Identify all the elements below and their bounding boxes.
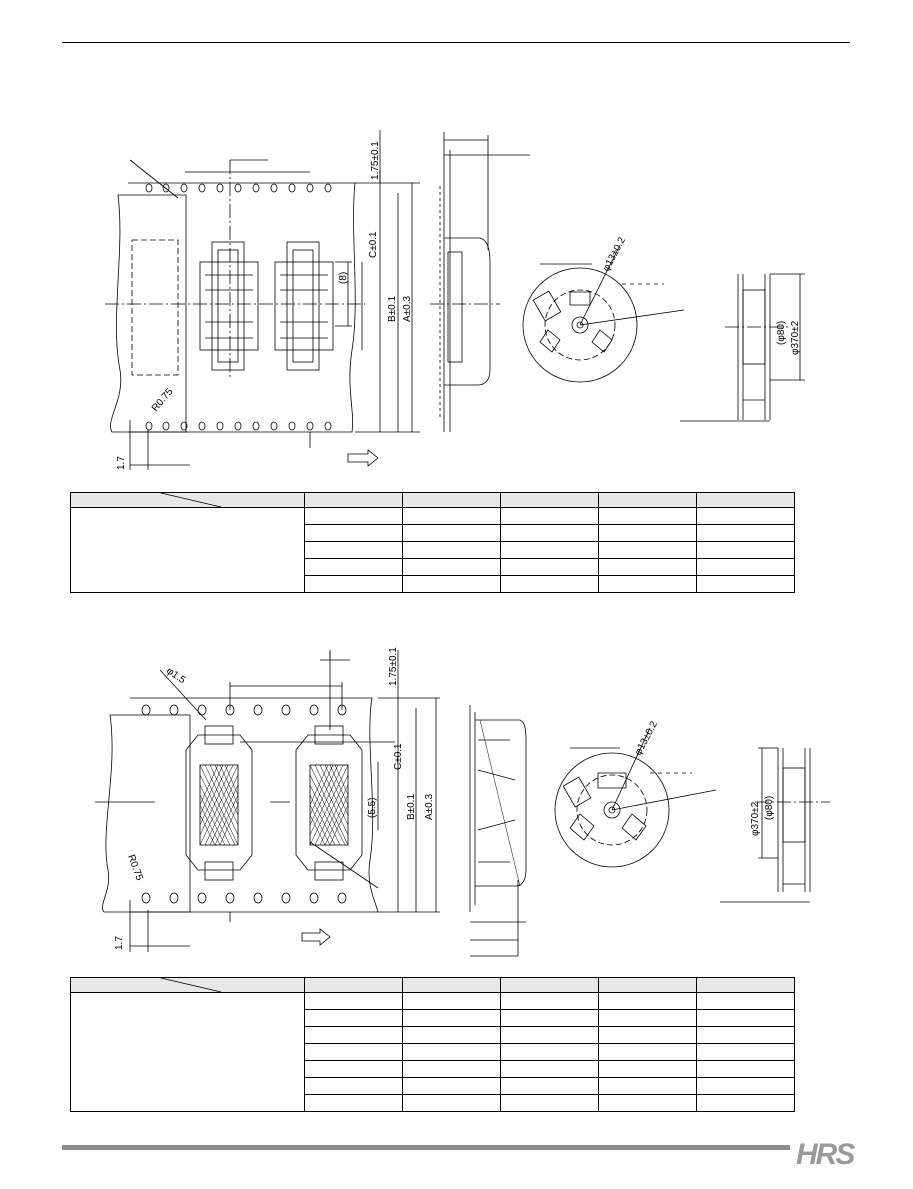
dim-pitch-top-1: 1.75±0.1: [370, 141, 381, 180]
tape-drawing-2: 1.75±0.1 C±0.1 B±0.1 A±0.3 (5.5) R0.75 1…: [95, 647, 830, 957]
dim-c-2: C±0.1: [393, 743, 404, 770]
hrs-logo: HRS: [796, 1138, 855, 1171]
reel-outer-1: φ370±2: [790, 320, 801, 355]
dim-b-2: B±0.1: [406, 794, 417, 820]
dim-a-1: A±0.3: [402, 296, 413, 322]
tape-drawing-1: 1.75±0.1 C±0.1 B±0.1 A±0.3 (8) R0.75 1.7…: [105, 130, 805, 470]
dim-b-1: B±0.1: [387, 296, 398, 322]
dim-sprocket-2: φ1.5: [164, 665, 187, 686]
dim-8-1: (8): [338, 272, 349, 284]
footer-rule: [62, 1145, 790, 1150]
dim-55-2: (5.5): [367, 797, 378, 818]
reel-outer-2: φ370±2: [750, 801, 761, 836]
dim-r-1: R0.75: [150, 386, 176, 414]
spec-table-1: [70, 492, 795, 593]
spec-table-2: [70, 977, 795, 1112]
dim-c-1: C±0.1: [368, 231, 379, 258]
diagonal-divider: [160, 493, 222, 507]
dim-r-2: R0.75: [125, 853, 145, 882]
dim-hole-2: 1.7: [114, 936, 125, 950]
reel-hub-1: φ13±0.2: [601, 235, 628, 273]
dim-hole-1: 1.7: [116, 456, 127, 470]
diagonal-divider: [160, 978, 222, 992]
dim-pitch-top-2: 1.75±0.1: [388, 647, 399, 686]
reel-hub-2: φ13±0.2: [633, 719, 660, 757]
dim-a-2: A±0.3: [424, 794, 435, 820]
reel-inner-1: (φ80): [776, 321, 787, 345]
header-rule: [62, 42, 850, 43]
reel-inner-2: (φ80): [764, 796, 775, 820]
